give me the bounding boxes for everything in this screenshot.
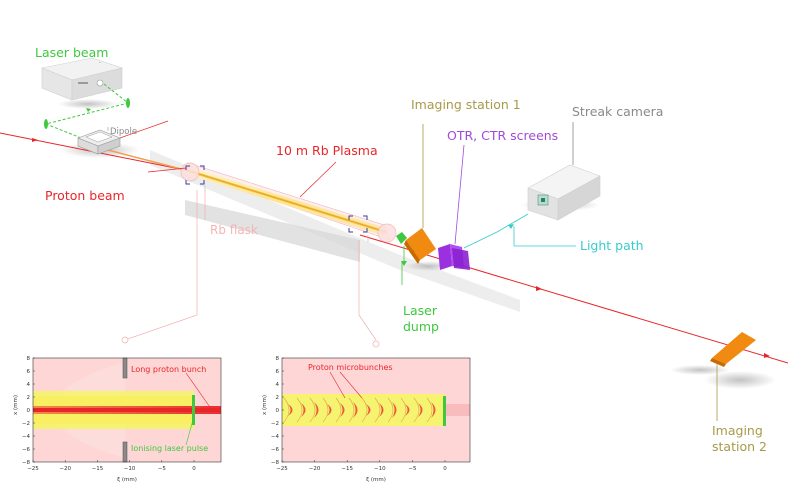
plasma-cell bbox=[180, 162, 397, 243]
y-tick-label: 8 bbox=[27, 356, 31, 362]
microbunch bbox=[418, 403, 423, 417]
y-tick-label: 4 bbox=[27, 382, 31, 388]
y-tick-label: −4 bbox=[22, 434, 31, 440]
x-tick-label: −5 bbox=[158, 466, 167, 472]
microbunch bbox=[340, 403, 345, 417]
callout-lines bbox=[99, 62, 718, 421]
label-imaging-station-1: Imaging station 1 bbox=[411, 97, 521, 112]
y-tick-label: −4 bbox=[271, 434, 280, 440]
label-proton-beam: Proton beam bbox=[45, 188, 125, 203]
x-tick-label: −15 bbox=[92, 466, 104, 472]
y-tick-label: −6 bbox=[22, 447, 31, 453]
microbunch bbox=[288, 404, 293, 416]
microbunch bbox=[379, 403, 384, 417]
x-tick-label: −15 bbox=[341, 466, 353, 472]
dipole-magnet bbox=[77, 129, 121, 155]
imaging-station-1 bbox=[404, 228, 436, 264]
imaging-station-2 bbox=[710, 332, 756, 367]
x-tick-label: 0 bbox=[192, 466, 196, 472]
x-tick-label: −10 bbox=[124, 466, 136, 472]
x-tick-label: 0 bbox=[443, 466, 447, 472]
y-tick-label: 2 bbox=[276, 395, 280, 401]
label-rb-flask: Rb flask bbox=[210, 223, 258, 237]
x-tick-label: −5 bbox=[408, 466, 417, 472]
microbunch-halo bbox=[322, 397, 329, 423]
light-path bbox=[463, 213, 529, 249]
microbunch bbox=[353, 402, 358, 418]
label-light-path: Light path bbox=[580, 238, 644, 253]
label-dipole: Dipole bbox=[110, 127, 137, 137]
diagram-labels: Laser beam Dipole Proton beam 10 m Rb Pl… bbox=[35, 45, 767, 454]
microbunch-halo bbox=[348, 397, 355, 423]
left-inset-xlabel: ξ (mm) bbox=[117, 477, 137, 483]
left-inset-annotation-top: Long proton bunch bbox=[131, 365, 206, 374]
otr-ctr-screens bbox=[438, 244, 470, 270]
laser-beam-path bbox=[44, 83, 130, 148]
y-tick-label: 6 bbox=[276, 369, 280, 375]
y-tick-label: −8 bbox=[271, 460, 280, 466]
microbunch-halo bbox=[283, 397, 290, 423]
x-tick-label: −25 bbox=[27, 466, 39, 472]
x-tick-label: −20 bbox=[59, 466, 71, 472]
proton-beam-line bbox=[0, 132, 788, 364]
right-inset-x-ticks: −25 −20 −15 −10 −5 0 bbox=[276, 460, 447, 472]
microbunch-halo bbox=[413, 397, 420, 423]
microbunch-halo bbox=[296, 397, 303, 423]
label-laser-dump-2: dump bbox=[403, 319, 439, 334]
right-inset-y-ticks: 8 6 4 2 0 −2 −4 −6 −8 bbox=[271, 356, 284, 466]
y-tick-label: 4 bbox=[276, 382, 280, 388]
microbunch-halo bbox=[335, 397, 342, 423]
laser-unit bbox=[40, 57, 124, 101]
microbunch-pattern bbox=[283, 397, 436, 423]
y-tick-label: −8 bbox=[22, 460, 31, 466]
left-inset-x-ticks: −25 −20 −15 −10 −5 0 bbox=[27, 460, 196, 472]
left-inset-ylabel: x (mm) bbox=[13, 395, 19, 415]
streak-camera bbox=[527, 164, 601, 221]
microbunch bbox=[405, 404, 410, 416]
x-tick-label: −20 bbox=[309, 466, 321, 472]
x-tick-label: −10 bbox=[374, 466, 386, 472]
left-inset-y-ticks: 8 6 4 2 0 −2 −4 −6 −8 bbox=[22, 356, 35, 466]
microbunch bbox=[392, 402, 397, 418]
microbunch-halo bbox=[361, 397, 368, 423]
y-tick-label: 0 bbox=[276, 408, 280, 414]
y-tick-label: −2 bbox=[271, 421, 279, 427]
microbunch-halo bbox=[374, 397, 381, 423]
microbunch bbox=[431, 402, 436, 418]
y-tick-label: 6 bbox=[27, 369, 31, 375]
x-tick-label: −25 bbox=[276, 466, 288, 472]
y-tick-label: −6 bbox=[271, 447, 280, 453]
microbunch bbox=[327, 404, 332, 416]
y-tick-label: 0 bbox=[27, 408, 31, 414]
y-tick-label: 2 bbox=[27, 395, 31, 401]
microbunch bbox=[301, 403, 306, 417]
label-laser-beam: Laser beam bbox=[35, 45, 108, 60]
inset-right: Proton microbunches 8 6 4 2 0 −2 −4 −6 −8 −25 −20… bbox=[262, 356, 471, 483]
y-tick-label: 8 bbox=[276, 356, 280, 362]
microbunch-halo bbox=[426, 397, 433, 423]
label-rb-plasma: 10 m Rb Plasma bbox=[276, 143, 378, 158]
laser-dump bbox=[396, 232, 407, 266]
microbunch bbox=[314, 402, 319, 418]
microbunch-halo bbox=[400, 397, 407, 423]
inset-left: Long proton bunch Ionising laser pulse 8… bbox=[13, 356, 222, 483]
right-inset-xlabel: ξ (mm) bbox=[366, 477, 386, 483]
label-imaging-station-2-l1: Imaging bbox=[712, 423, 763, 438]
microbunch-halo bbox=[387, 397, 394, 423]
label-laser-dump-1: Laser bbox=[403, 303, 438, 318]
right-inset-annotation-top: Proton microbunches bbox=[308, 363, 393, 372]
left-inset-annotation-bottom: Ionising laser pulse bbox=[131, 444, 208, 453]
label-otr-ctr: OTR, CTR screens bbox=[447, 128, 558, 143]
microbunch bbox=[366, 404, 371, 416]
label-imaging-station-2-l2: station 2 bbox=[712, 439, 767, 454]
right-inset-ylabel: x (mm) bbox=[262, 395, 268, 415]
microbunch-halo bbox=[309, 397, 316, 423]
y-tick-label: −2 bbox=[22, 421, 30, 427]
label-streak-camera: Streak camera bbox=[572, 104, 663, 119]
